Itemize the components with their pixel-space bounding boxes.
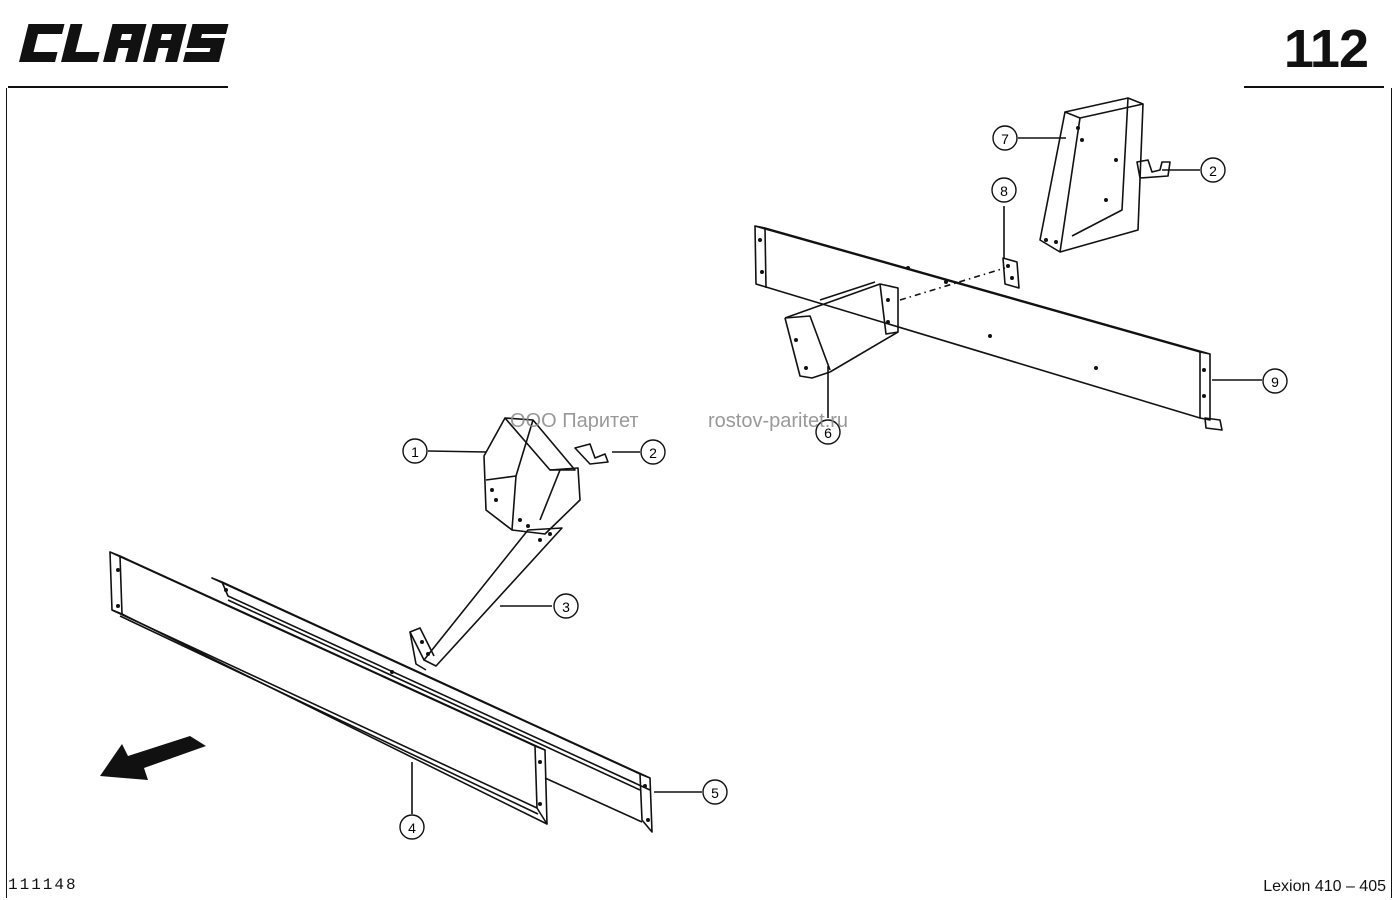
travel-direction-arrow-icon — [100, 736, 206, 780]
alignment-axis-line — [899, 267, 1006, 301]
page-number: 112 — [1283, 19, 1369, 79]
callout-label: 2 — [649, 445, 657, 461]
watermark-site: rostov-paritet.ru — [708, 410, 849, 432]
callout-8: 8 — [991, 177, 1017, 203]
part-8-plate — [1002, 257, 1020, 289]
callout-leaders — [411, 137, 1262, 814]
callout-2-upper: 2 — [1200, 157, 1226, 183]
part-6-bracket — [784, 281, 899, 379]
callout-label: 5 — [711, 785, 719, 801]
callout-label: 4 — [408, 820, 416, 836]
part-9-plank — [754, 225, 1223, 431]
part-4-plank — [109, 551, 548, 825]
callout-2-lower: 2 — [640, 439, 666, 465]
callout-7: 7 — [992, 125, 1018, 151]
part-5-plank — [211, 577, 653, 833]
claas-logo — [19, 24, 229, 62]
part-2-clip-upper — [1136, 159, 1171, 179]
callout-6: 6 — [815, 419, 841, 445]
callout-5: 5 — [702, 779, 728, 805]
callout-3: 3 — [553, 593, 579, 619]
callout-label: 3 — [562, 599, 570, 615]
callout-4: 4 — [399, 814, 425, 840]
header-rule-left — [8, 86, 228, 88]
callout-label: 7 — [1001, 131, 1009, 147]
frame-right-edge — [1391, 88, 1392, 898]
callout-label: 1 — [411, 444, 419, 460]
callout-label: 6 — [824, 425, 832, 441]
frame-left-edge — [6, 88, 7, 898]
callout-label: 9 — [1271, 374, 1279, 390]
callout-1: 1 — [402, 438, 428, 464]
part-1-bracket — [483, 417, 581, 535]
model-label: Lexion 410 – 405 — [1263, 878, 1386, 895]
document-number: 111148 — [8, 876, 78, 894]
part-3-strap — [409, 527, 563, 671]
mounting-holes — [116, 126, 1206, 822]
callout-label: 2 — [1209, 163, 1217, 179]
part-7-bracket — [1039, 97, 1144, 253]
header-rule-right — [1244, 86, 1384, 88]
callout-label: 8 — [1000, 183, 1008, 199]
callout-9: 9 — [1262, 368, 1288, 394]
part-2-clip-lower — [574, 443, 609, 465]
watermark-company: ООО Паритет — [510, 410, 639, 432]
